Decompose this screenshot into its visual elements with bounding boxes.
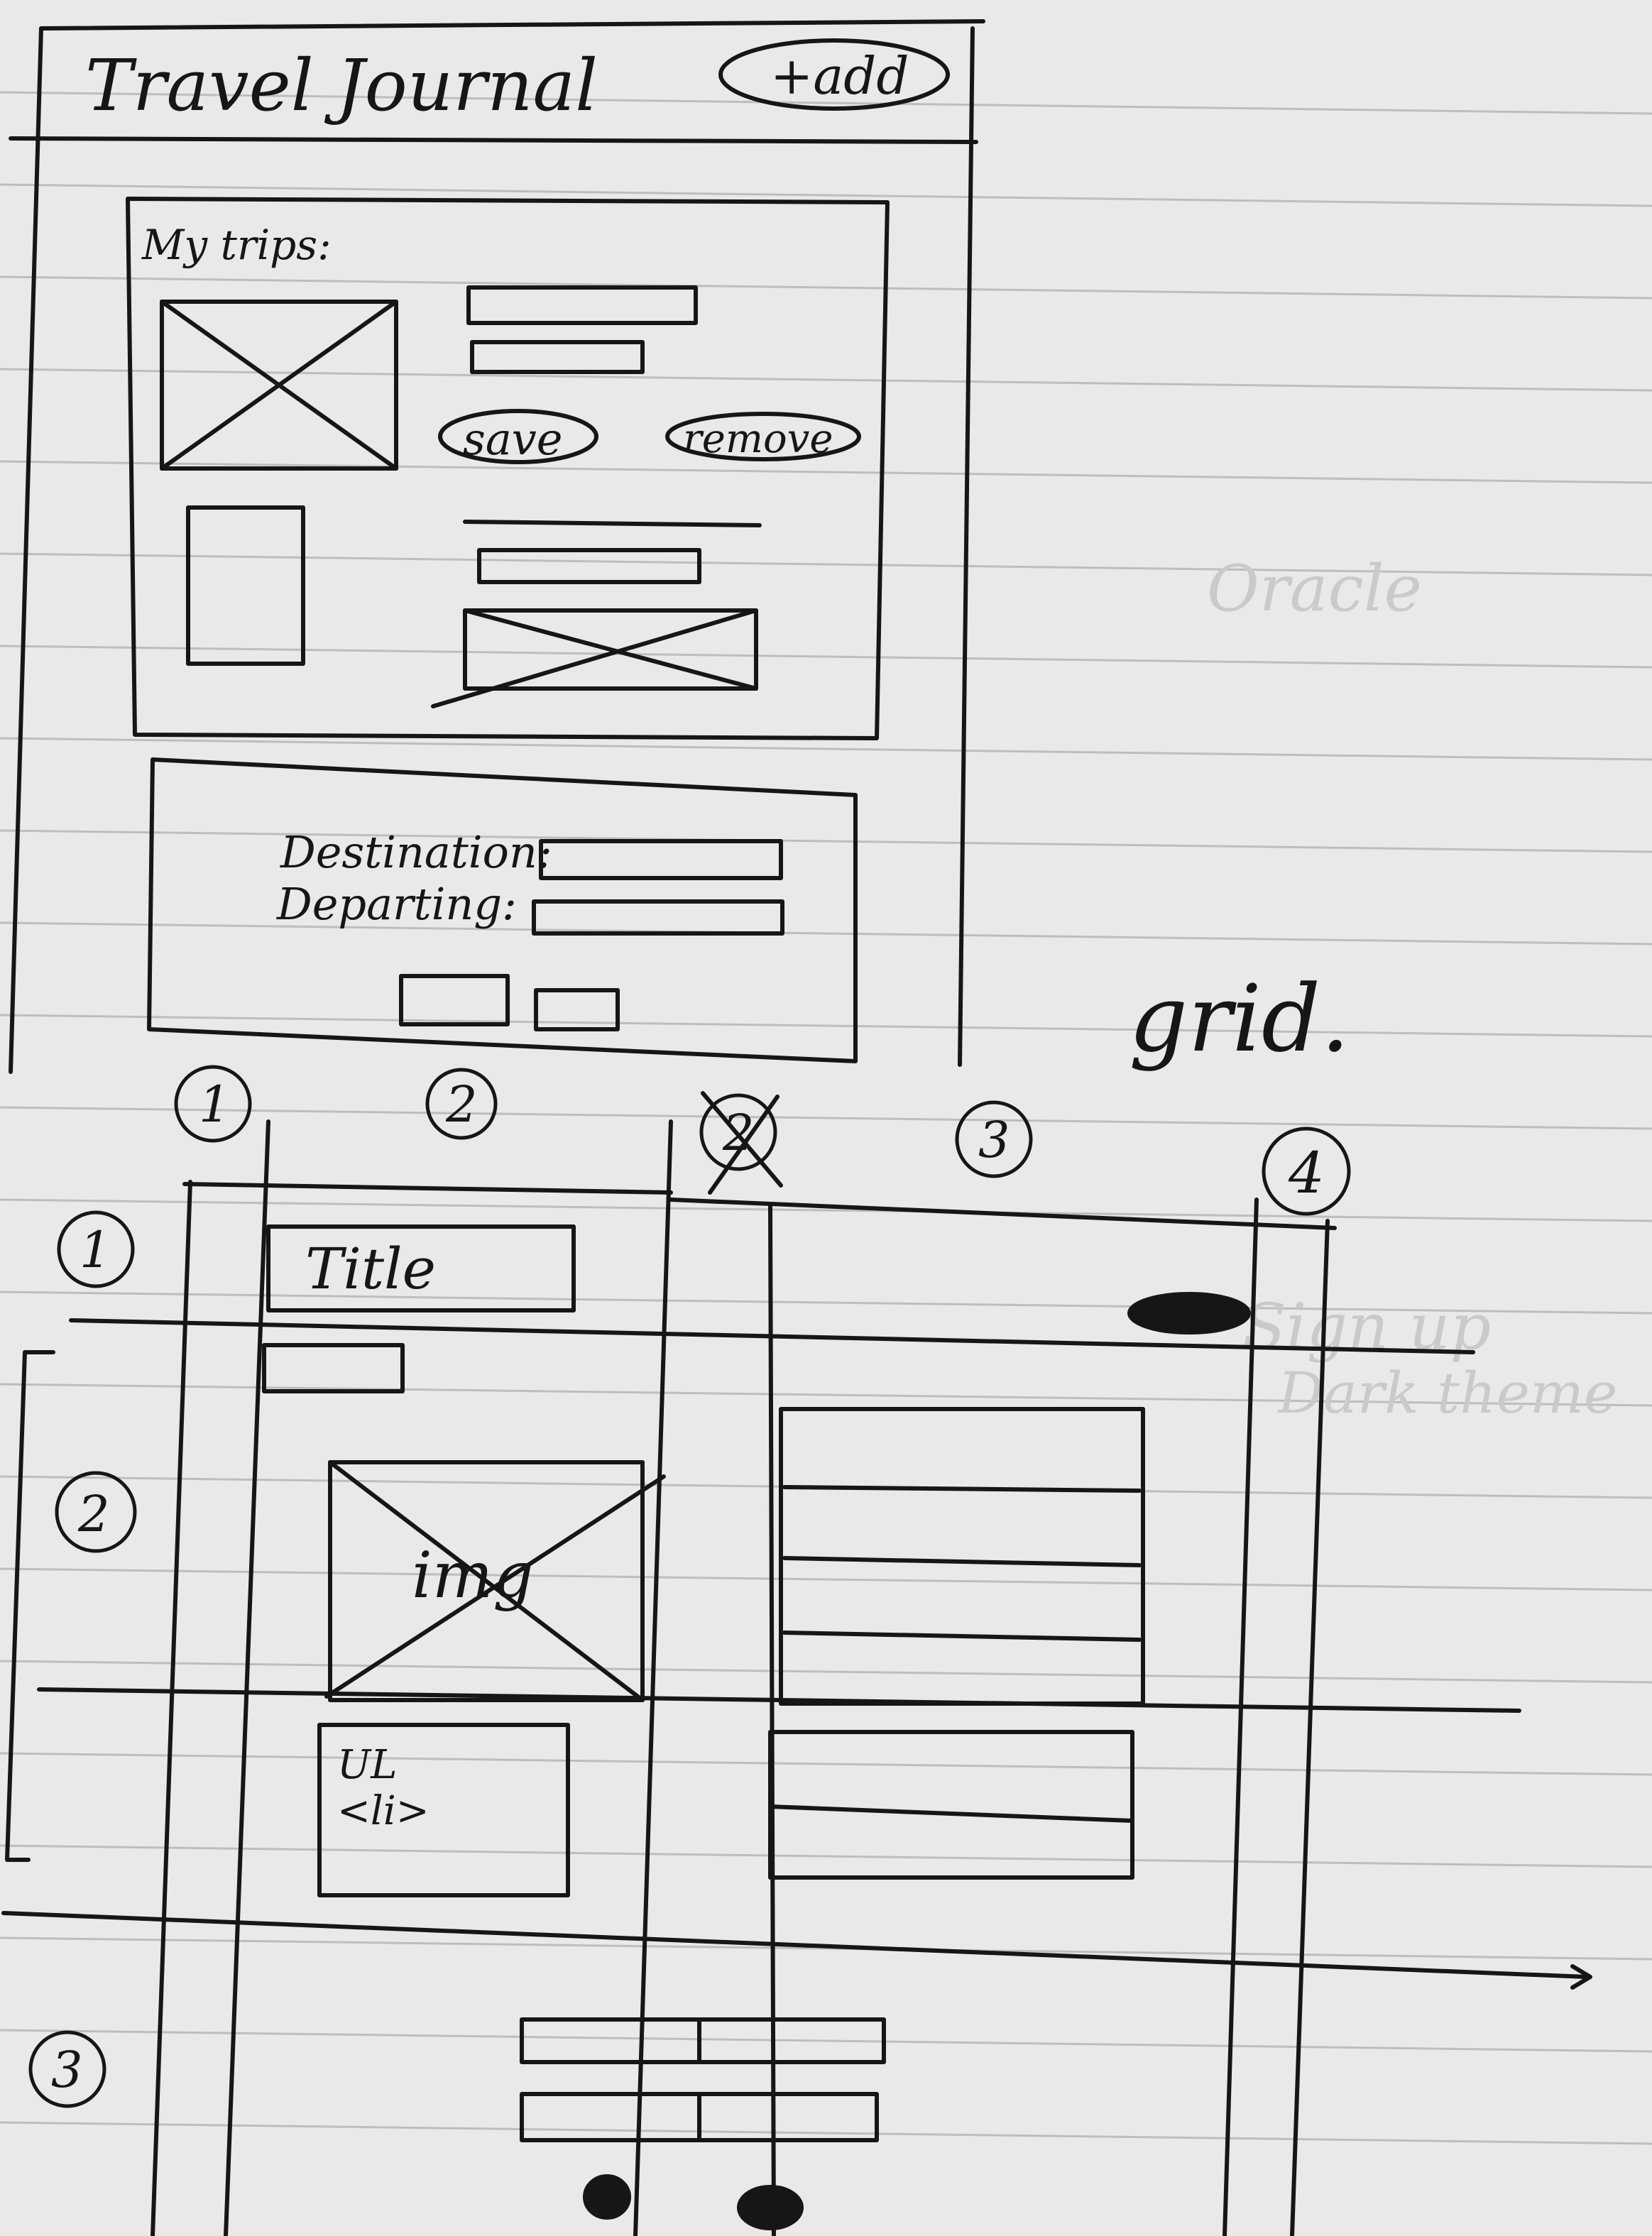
frame-right-edge (958, 26, 975, 1067)
save-button[interactable]: save (438, 409, 598, 465)
img-label: img (412, 1538, 534, 1613)
grid-column-line (768, 1205, 776, 2236)
header-divider (9, 136, 978, 144)
grid-column-line (1290, 1219, 1330, 2236)
trips-panel: My trips: save remove (126, 197, 890, 740)
list-label: UL (337, 1742, 397, 1788)
remove-button-label: remove (683, 416, 833, 462)
trip-date-field (477, 548, 701, 584)
trip-image-placeholder (186, 505, 305, 666)
grid-column-line (633, 1119, 673, 2236)
pager-dot[interactable] (583, 2174, 631, 2220)
trip-map-placeholder (431, 608, 758, 708)
departing-label: Departing: (276, 878, 517, 930)
submit-button[interactable] (399, 974, 510, 1026)
notebook-lines (0, 91, 1652, 2145)
column-number: 2 (445, 1075, 478, 1134)
column-marker: 4 (1262, 1127, 1351, 1216)
app-header: Travel Journal +add (85, 38, 950, 127)
list-item-label: <li> (337, 1788, 430, 1834)
row-number: 1 (80, 1221, 111, 1279)
frame-top-edge (39, 19, 985, 31)
grid-caption: grid. (1129, 965, 1350, 1073)
info-box-lower (768, 1730, 1134, 1880)
row-marker: 1 (57, 1210, 135, 1288)
remove-button[interactable]: remove (665, 412, 861, 462)
row-marker: 3 (28, 2030, 106, 2108)
add-button[interactable]: +add (718, 38, 950, 111)
grid-row-line (1, 1911, 1589, 1979)
column-marker: 1 (174, 1065, 252, 1143)
destination-label: Destination: (280, 826, 552, 878)
trip-card[interactable]: save remove (160, 285, 861, 471)
column-marker-removed: 2 (699, 1091, 783, 1195)
departing-input[interactable] (532, 899, 784, 936)
grid-row-line (69, 1318, 1475, 1354)
row-bracket (5, 1350, 55, 1862)
title-box (266, 1224, 576, 1312)
column-number: 3 (978, 1111, 1010, 1169)
trip-image-placeholder (160, 300, 398, 471)
column-marker: 3 (955, 1100, 1033, 1178)
grid-row-line (669, 1198, 1337, 1230)
grid-column-line (224, 1119, 270, 2236)
row-marker: 2 (55, 1471, 137, 1553)
info-box (779, 1407, 1145, 1706)
bleed-note: Oracle (1207, 552, 1422, 626)
row-number: 2 (77, 1485, 110, 1543)
row-number: 3 (51, 2041, 83, 2099)
trips-panel-border (126, 197, 890, 740)
trip-card[interactable] (186, 505, 762, 708)
new-trip-form: Destination: Departing: (147, 757, 858, 1063)
trip-date-field (470, 340, 645, 374)
app-wireframe (9, 19, 985, 1074)
trip-title-field (466, 285, 698, 325)
frame-left-edge (9, 26, 43, 1074)
app-title: Travel Journal (85, 44, 598, 127)
grid-column-line (1222, 1198, 1259, 2236)
column-marker: 2 (425, 1068, 498, 1140)
destination-input[interactable] (539, 839, 783, 880)
pager-dot[interactable] (737, 2185, 804, 2230)
column-number: 1 (199, 1075, 231, 1134)
trips-heading: My trips: (141, 221, 332, 269)
footer-field (520, 2017, 886, 2064)
header-button-filled[interactable] (1127, 1292, 1251, 1335)
column-number: 4 (1288, 1140, 1325, 1206)
grid-row-line (182, 1182, 673, 1195)
grid-column-line (151, 1180, 192, 2236)
title-label: Title (305, 1236, 436, 1302)
cancel-button[interactable] (534, 988, 620, 1031)
add-button-label: +add (770, 46, 909, 106)
save-button-label: save (463, 413, 563, 465)
trip-title-line (463, 520, 762, 527)
form-border (147, 757, 858, 1063)
grid-sketch: grid. 1 2 2 3 4 1 (1, 965, 1592, 2236)
grid-image-placeholder: img (324, 1460, 666, 1702)
arrow-head (1570, 1964, 1592, 1990)
nav-box (262, 1343, 405, 1393)
bleed-note: Dark theme (1276, 1360, 1617, 1426)
list-box (317, 1723, 570, 1897)
